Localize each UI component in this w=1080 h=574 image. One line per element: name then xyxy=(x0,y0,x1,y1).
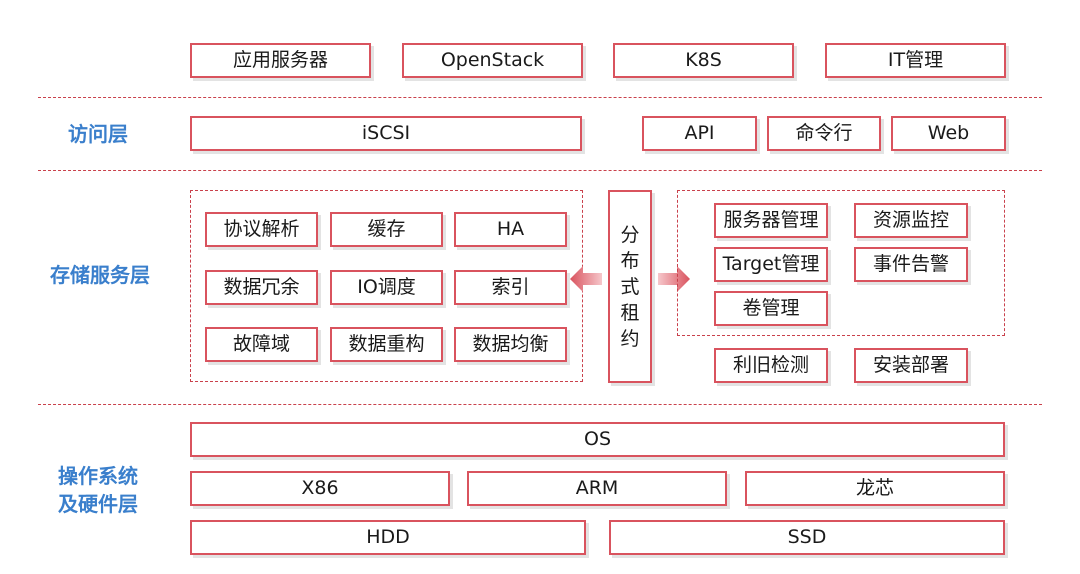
install-deploy-box: 安装部署 xyxy=(854,348,968,383)
left-arrow-icon xyxy=(570,266,602,292)
x86-box: X86 xyxy=(190,471,450,506)
hdd-box: HDD xyxy=(190,520,586,555)
os-layer-label: 操作系统 及硬件层 xyxy=(38,462,158,518)
lease-char: 式 xyxy=(620,275,640,298)
resource-monitor-box: 资源监控 xyxy=(854,203,968,238)
k8s-box: K8S xyxy=(613,43,794,78)
api-box: API xyxy=(642,116,757,151)
fault-domain-box: 故障域 xyxy=(205,327,318,362)
right-arrow-icon xyxy=(658,266,690,292)
storage-layer-label: 存储服务层 xyxy=(50,263,150,287)
volume-management-box: 卷管理 xyxy=(714,291,828,326)
data-balance-box: 数据均衡 xyxy=(454,327,567,362)
ha-box: HA xyxy=(454,212,567,247)
it-management-box: IT管理 xyxy=(825,43,1006,78)
server-management-box: 服务器管理 xyxy=(714,203,828,238)
data-rebuild-box: 数据重构 xyxy=(330,327,443,362)
ssd-box: SSD xyxy=(609,520,1005,555)
openstack-box: OpenStack xyxy=(402,43,583,78)
distributed-lease-box: 分 布 式 租 约 xyxy=(608,190,652,383)
target-management-box: Target管理 xyxy=(714,247,828,282)
lease-char: 分 xyxy=(620,223,640,246)
iscsi-box: iSCSI xyxy=(190,116,582,151)
os-box: OS xyxy=(190,422,1005,457)
index-box: 索引 xyxy=(454,270,567,305)
separator-app-access xyxy=(38,97,1042,98)
lease-char: 租 xyxy=(620,301,640,324)
lease-char: 布 xyxy=(620,249,640,272)
lease-char: 约 xyxy=(620,327,640,350)
protocol-parse-box: 协议解析 xyxy=(205,212,318,247)
os-layer-label-line2: 及硬件层 xyxy=(58,492,138,516)
loongson-box: 龙芯 xyxy=(745,471,1005,506)
separator-storage-os xyxy=(38,404,1042,405)
separator-access-storage xyxy=(38,170,1042,171)
management-group xyxy=(677,190,1005,336)
cli-box: 命令行 xyxy=(767,116,881,151)
arm-box: ARM xyxy=(467,471,727,506)
event-alert-box: 事件告警 xyxy=(854,247,968,282)
reuse-detection-box: 利旧检测 xyxy=(714,348,828,383)
os-layer-label-line1: 操作系统 xyxy=(58,464,138,488)
io-scheduling-box: IO调度 xyxy=(330,270,443,305)
cache-box: 缓存 xyxy=(330,212,443,247)
web-box: Web xyxy=(891,116,1006,151)
access-layer-label: 访问层 xyxy=(68,122,128,146)
app-server-box: 应用服务器 xyxy=(190,43,371,78)
data-redundancy-box: 数据冗余 xyxy=(205,270,318,305)
